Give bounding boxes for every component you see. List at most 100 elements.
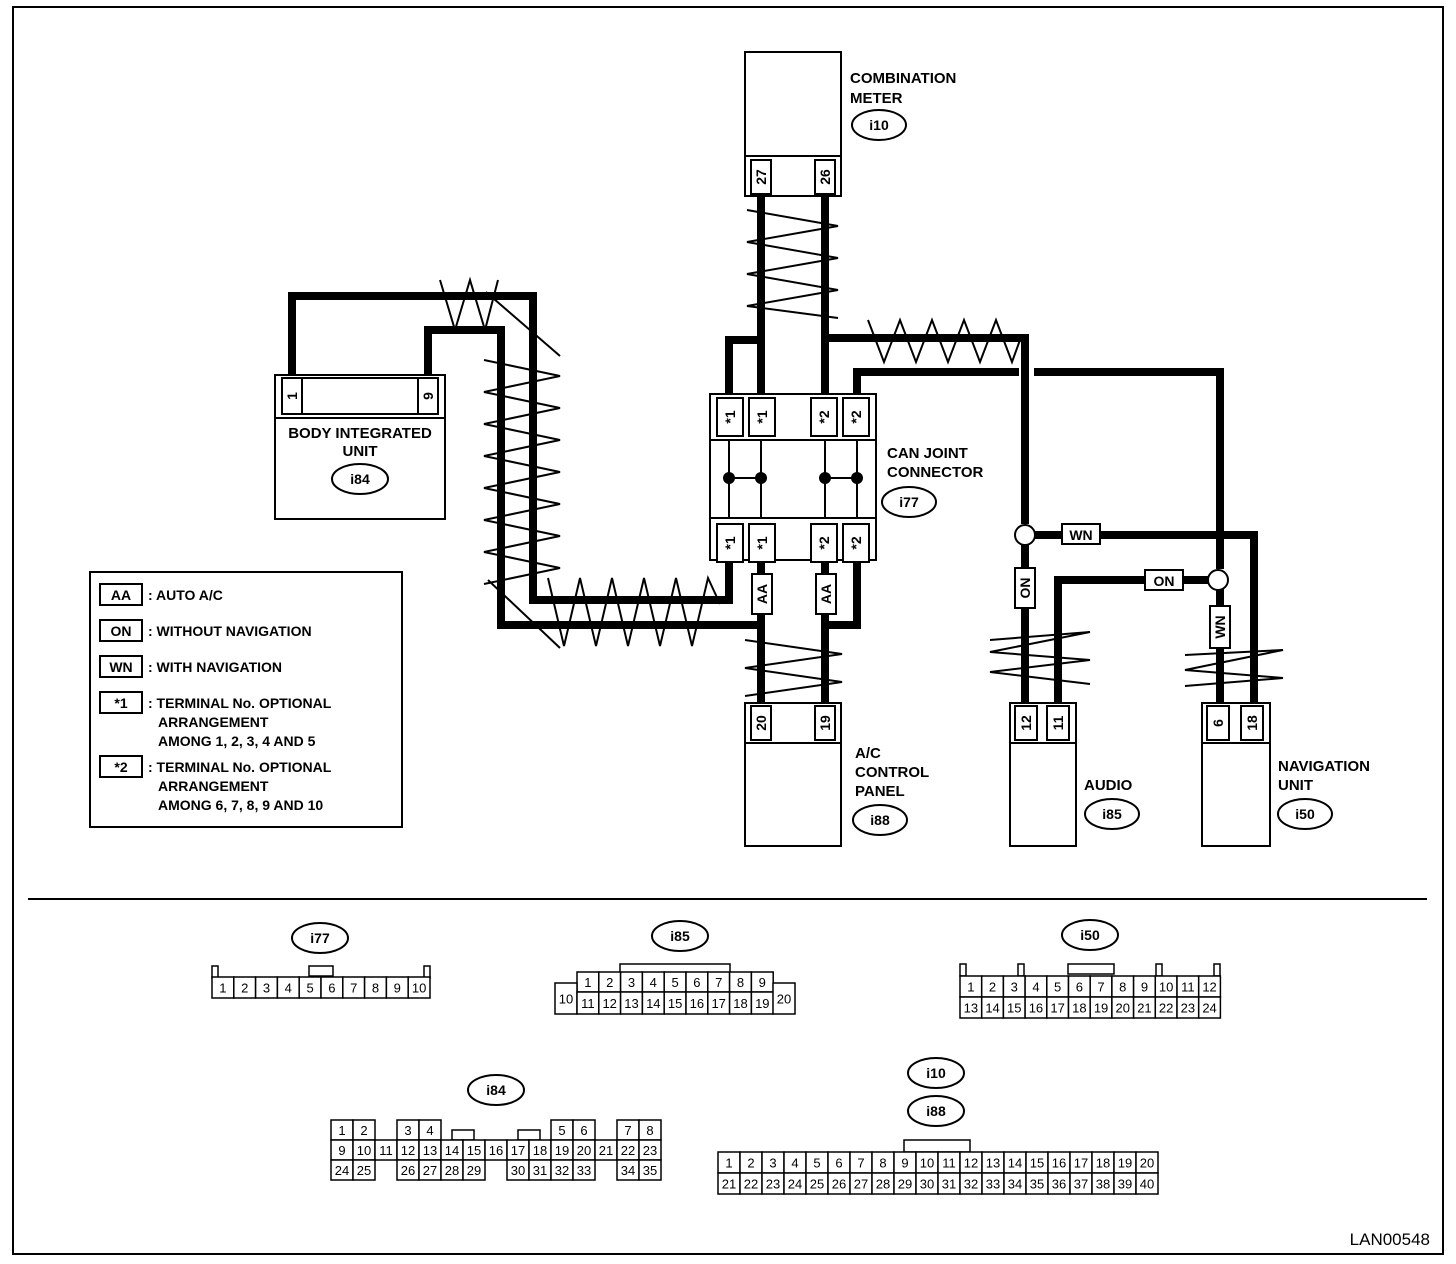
face-i84-pin: 24 bbox=[335, 1163, 349, 1178]
can-bottom-pin-1b: *1 bbox=[754, 536, 770, 549]
face-i50-pin: 10 bbox=[1159, 980, 1173, 995]
can-code-oval bbox=[881, 486, 937, 518]
can-bottom-pin-box bbox=[842, 523, 870, 563]
nav-name-line1: NAVIGATION bbox=[1278, 758, 1370, 775]
face-i10-i88-pin: 5 bbox=[813, 1156, 820, 1171]
face-i84-cell bbox=[352, 1159, 376, 1181]
tag-box bbox=[1061, 523, 1101, 545]
face-i10-i88-pin: 6 bbox=[835, 1156, 842, 1171]
face-i84-cell bbox=[572, 1159, 596, 1181]
legend-tag-box bbox=[99, 655, 143, 678]
splice-junction-right bbox=[1207, 569, 1229, 591]
face-i84-pin: 25 bbox=[357, 1163, 371, 1178]
face-i77-pin: 8 bbox=[372, 981, 379, 996]
can-name-line2: CONNECTOR bbox=[887, 464, 984, 481]
face-i10-i88-pin: 10 bbox=[920, 1156, 934, 1171]
face-i50-pin: 19 bbox=[1094, 1001, 1108, 1016]
face-i10-i88-pin: 2 bbox=[747, 1156, 754, 1171]
audio-pin-12: 12 bbox=[1018, 715, 1034, 731]
face-i85-pin: 18 bbox=[733, 996, 747, 1011]
face-i50-pin: 4 bbox=[1032, 980, 1039, 995]
face-i50-pin: 6 bbox=[1076, 980, 1083, 995]
twist-audio bbox=[989, 631, 1091, 685]
face-i84-pin: 26 bbox=[401, 1163, 415, 1178]
wire-wn-nav bbox=[1031, 531, 1258, 709]
face-i50-pin: 12 bbox=[1202, 980, 1216, 995]
meter-body bbox=[744, 51, 842, 157]
face-i88-oval bbox=[907, 1095, 965, 1127]
face-i50-pin: 17 bbox=[1050, 1001, 1064, 1016]
face-i10-i88-pin: 34 bbox=[1008, 1177, 1022, 1192]
face-i84-pin: 29 bbox=[467, 1163, 481, 1178]
face-i84-pin: 20 bbox=[577, 1143, 591, 1158]
face-i77-pin: 9 bbox=[394, 981, 401, 996]
legend-tag-star1: *1 bbox=[114, 695, 127, 711]
twist-ac bbox=[744, 639, 843, 697]
tag-box bbox=[1209, 605, 1231, 649]
wire-can-wn-h bbox=[821, 334, 1029, 524]
face-i10-i88-pin: 30 bbox=[920, 1177, 934, 1192]
face-i10-code: i10 bbox=[926, 1065, 946, 1081]
face-i10-i88-pin: 1 bbox=[725, 1156, 732, 1171]
ac-code: i88 bbox=[870, 812, 890, 828]
audio-code-oval bbox=[1084, 798, 1140, 830]
biu-code-oval bbox=[331, 463, 389, 495]
face-i88-code: i88 bbox=[926, 1103, 946, 1119]
twist-marks bbox=[439, 209, 1284, 697]
face-i77-pin: 6 bbox=[328, 981, 335, 996]
meter-name-line1: COMBINATION bbox=[850, 70, 956, 87]
meter-pin-box bbox=[814, 159, 836, 195]
face-i85-oval bbox=[651, 920, 709, 952]
face-i10-i88-pin: 24 bbox=[788, 1177, 802, 1192]
face-i10-i88-pin: 12 bbox=[964, 1156, 978, 1171]
face-i77-pin: 4 bbox=[285, 981, 292, 996]
face-i10-i88-pin: 40 bbox=[1140, 1177, 1154, 1192]
can-top-pin-box bbox=[810, 397, 838, 437]
audio-pin-box bbox=[1014, 705, 1038, 741]
audio-pin-11: 11 bbox=[1050, 715, 1066, 730]
wire-can-2-stub bbox=[853, 368, 1019, 398]
face-i10-i88-pin: 17 bbox=[1074, 1156, 1088, 1171]
face-i10-i88-pin: 21 bbox=[722, 1177, 736, 1192]
face-i10-i88-pin: 15 bbox=[1030, 1156, 1044, 1171]
audio-unit: 12 11 AUDIO i85 bbox=[1009, 702, 1140, 847]
face-i84-pin: 19 bbox=[555, 1143, 569, 1158]
face-i85-pin: 6 bbox=[693, 975, 700, 990]
nav-name-line2: UNIT bbox=[1278, 777, 1313, 794]
drawing-code: LAN00548 bbox=[1350, 1230, 1430, 1249]
face-i84-pin: 9 bbox=[338, 1143, 345, 1158]
face-i85-pin: 7 bbox=[715, 975, 722, 990]
ac-body bbox=[744, 742, 842, 847]
face-i10-i88-pin: 19 bbox=[1118, 1156, 1132, 1171]
face-i77-pin: 5 bbox=[306, 981, 313, 996]
meter-code: i10 bbox=[869, 117, 889, 133]
meter-name-line2: METER bbox=[850, 90, 903, 107]
legend-text-aa: : AUTO A/C bbox=[148, 587, 223, 603]
meter-pin-26: 26 bbox=[817, 169, 833, 185]
face-i10-i88-pin: 39 bbox=[1118, 1177, 1132, 1192]
face-i84-pin: 17 bbox=[511, 1143, 525, 1158]
face-i10-i88-cell bbox=[1135, 1172, 1159, 1195]
twist-bottom-left bbox=[547, 574, 721, 647]
face-i50-pin: 13 bbox=[964, 1001, 978, 1016]
nav-pin-box bbox=[1240, 705, 1264, 741]
face-i50-code: i50 bbox=[1080, 927, 1100, 943]
tag-box bbox=[1144, 569, 1184, 591]
biu-connector-body bbox=[301, 377, 419, 415]
face-i85-pin: 10 bbox=[559, 992, 573, 1007]
splice-junction-left bbox=[1014, 524, 1036, 546]
face-i10-i88-pin: 29 bbox=[898, 1177, 912, 1192]
face-i50-pin: 2 bbox=[989, 980, 996, 995]
face-i85-pin: 8 bbox=[737, 975, 744, 990]
face-i84-pin: 10 bbox=[357, 1143, 371, 1158]
face-i85-pin: 2 bbox=[606, 975, 613, 990]
legend-text-star2-line3: AMONG 6, 7, 8, 9 AND 10 bbox=[158, 797, 323, 813]
can-bottom-pin-box bbox=[716, 523, 744, 563]
nav-pin-box bbox=[1206, 705, 1230, 741]
audio-pin-box bbox=[1046, 705, 1070, 741]
twist-top-left bbox=[439, 276, 499, 334]
face-i50-pin: 15 bbox=[1007, 1001, 1021, 1016]
can-joint-connector: *1 *1 *2 *2 *1 *1 *2 *2 CAN JOINT CONNEC… bbox=[709, 393, 984, 563]
face-i10-i88-pin: 22 bbox=[744, 1177, 758, 1192]
face-i10-i88-pin: 14 bbox=[1008, 1156, 1022, 1171]
